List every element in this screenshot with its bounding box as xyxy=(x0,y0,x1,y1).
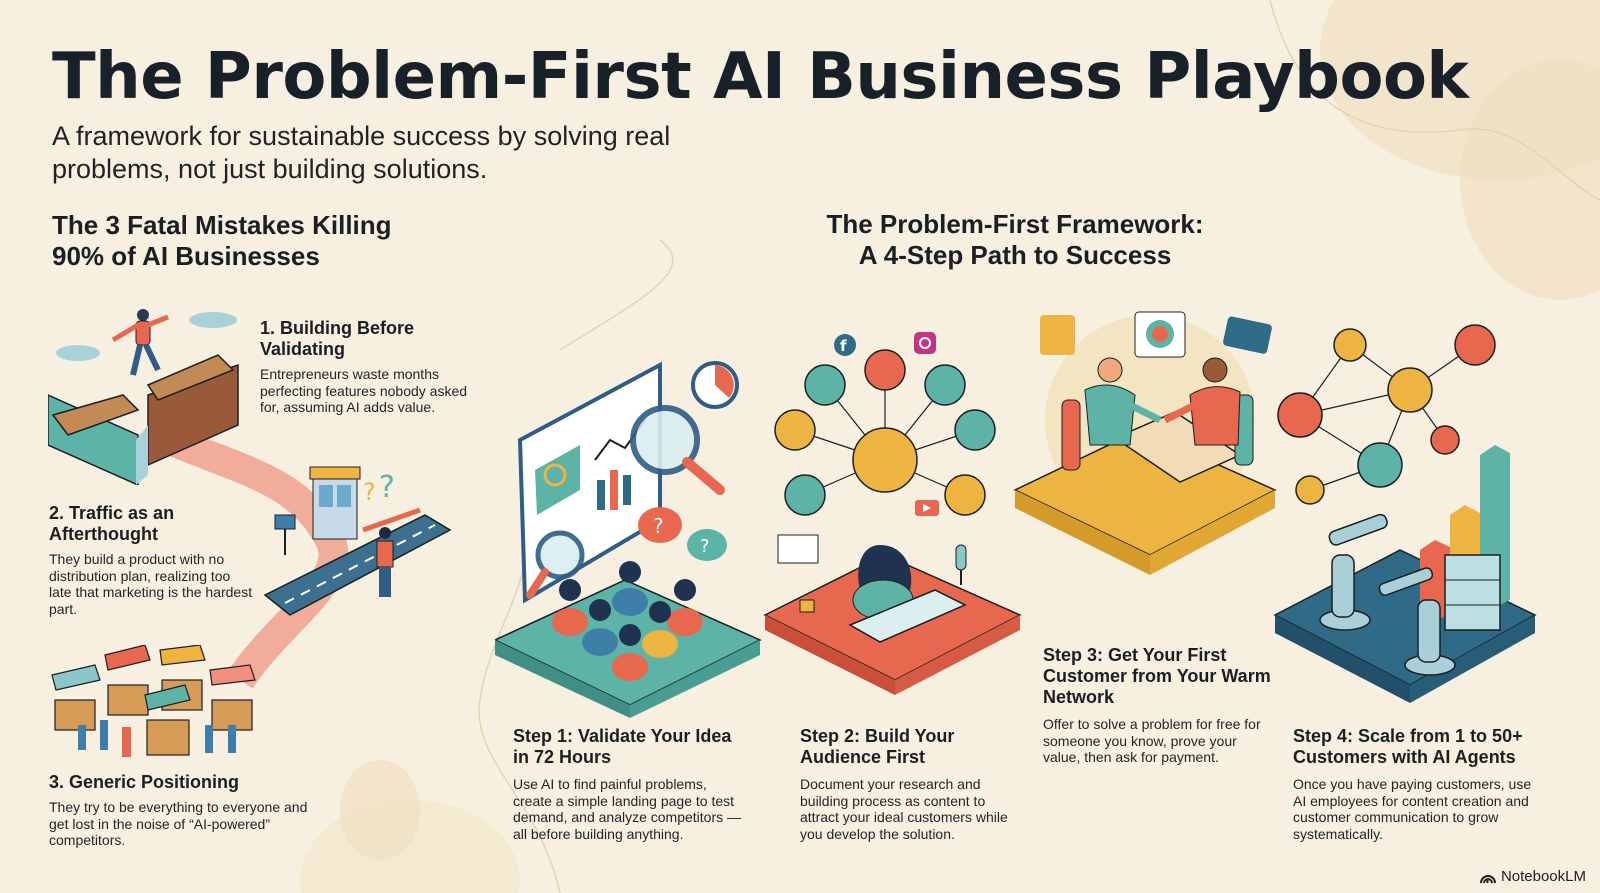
step-1: Step 1: Validate Your Idea in 72 Hours U… xyxy=(513,726,748,842)
svg-text:?: ? xyxy=(379,470,395,505)
mistake-body: They build a product with no distributio… xyxy=(49,551,253,617)
mistake-title: 2. Traffic as an Afterthought xyxy=(49,503,175,544)
brand-label: NotebookLM xyxy=(1500,868,1586,885)
svg-text:?: ? xyxy=(363,478,376,506)
mistake-path xyxy=(164,426,349,689)
research-dashboard-icon: ? ? xyxy=(495,361,762,718)
mistake-title: 3. Generic Positioning xyxy=(49,772,240,792)
page-subtitle: A framework for sustainable success by s… xyxy=(52,121,671,184)
notebooklm-brand: NotebookLM xyxy=(1479,868,1586,885)
mistakes-heading: The 3 Fatal Mistakes Killing 90% of AI B… xyxy=(52,210,392,271)
notebooklm-logo-icon xyxy=(1479,874,1496,883)
step-body: Once you have paying customers, use AI e… xyxy=(1293,776,1532,842)
mistake-item-3: 3. Generic Positioning They try to be ev… xyxy=(49,772,309,849)
framework-heading: The Problem-First Framework: A 4-Step Pa… xyxy=(826,209,1204,270)
svg-text:?: ? xyxy=(653,514,664,538)
step-3: Step 3: Get Your First Customer from You… xyxy=(1043,645,1273,766)
mistake-body: They try to be everything to everyone an… xyxy=(49,799,308,848)
svg-text:f: f xyxy=(840,337,847,355)
market-stalls-icon xyxy=(51,645,256,757)
step-body: Document your research and building proc… xyxy=(800,776,1008,842)
step-title: Step 1: Validate Your Idea in 72 Hours xyxy=(513,726,732,767)
step-title: Step 2: Build Your Audience First xyxy=(800,726,955,767)
step-2: Step 2: Build Your Audience First Docume… xyxy=(800,726,1015,842)
step-title: Step 4: Scale from 1 to 50+ Customers wi… xyxy=(1293,726,1523,767)
mistake-title: 1. Building Before Validating xyxy=(260,318,415,359)
handshake-icon xyxy=(1013,311,1277,575)
svg-text:?: ? xyxy=(700,536,710,557)
audience-network-icon: f xyxy=(763,332,1022,695)
step-body: Use AI to find painful problems, create … xyxy=(513,776,742,842)
empty-road-tollbooth-icon: ? ? xyxy=(263,466,452,616)
mistake-item-1: 1. Building Before Validating Entreprene… xyxy=(260,318,485,416)
mistake-body: Entrepreneurs waste months perfecting fe… xyxy=(260,366,468,415)
step-title: Step 3: Get Your First Customer from You… xyxy=(1043,645,1271,707)
broken-bridge-icon xyxy=(48,309,239,485)
mistake-item-2: 2. Traffic as an Afterthought They build… xyxy=(49,503,254,617)
page-title: The Problem-First AI Business Playbook xyxy=(52,40,1469,114)
robot-arms-icon xyxy=(1273,324,1537,703)
background-blob xyxy=(340,760,420,860)
step-body: Offer to solve a problem for free for so… xyxy=(1043,716,1261,765)
step-4: Step 4: Scale from 1 to 50+ Customers wi… xyxy=(1293,726,1543,842)
